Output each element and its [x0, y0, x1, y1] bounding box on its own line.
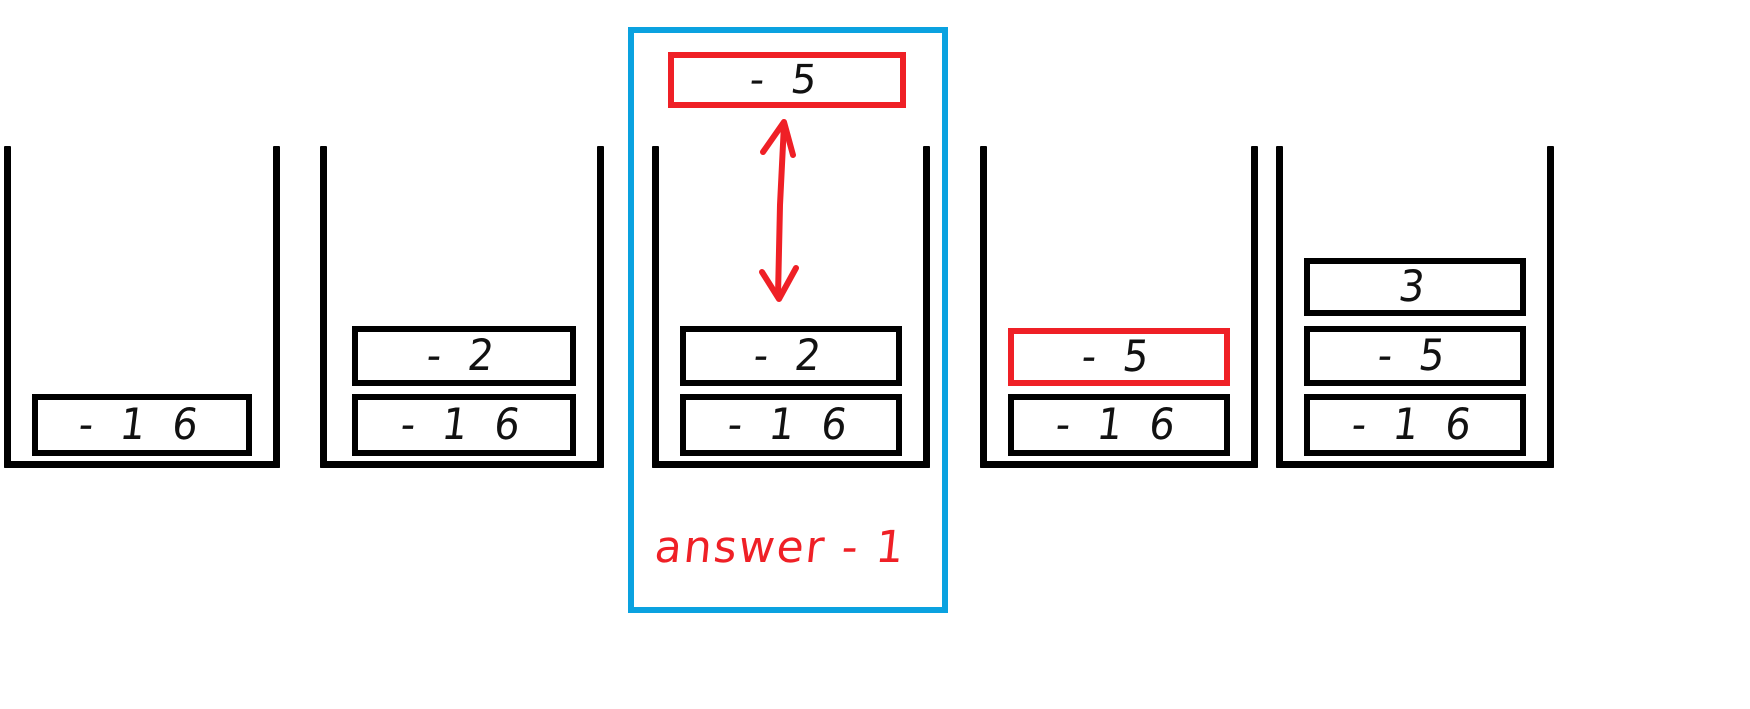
- stack-2[interactable]: - 2 - 1 6: [320, 146, 604, 468]
- stack-5-left-wall: [1276, 146, 1283, 468]
- stack-4-left-wall: [980, 146, 987, 468]
- popped-value: - 5: [747, 57, 827, 103]
- stack-3-cell-1-value: - 1 6: [725, 400, 857, 450]
- stack-2-cell-0[interactable]: - 2: [352, 326, 576, 386]
- stack-3-floor: [652, 461, 930, 468]
- stack-2-cell-1[interactable]: - 1 6: [352, 394, 576, 456]
- stack-4-floor: [980, 461, 1258, 468]
- stack-3-cell-1[interactable]: - 1 6: [680, 394, 902, 456]
- selected-stack-highlight: [628, 27, 948, 613]
- stack-2-left-wall: [320, 146, 327, 468]
- stack-3-right-wall: [923, 146, 930, 468]
- stack-1-cell-0-value: - 1 6: [76, 400, 208, 450]
- stack-1-right-wall: [273, 146, 280, 468]
- stack-3-cell-0-value: - 2: [751, 331, 831, 381]
- stack-2-cell-1-value: - 1 6: [398, 400, 530, 450]
- stack-4[interactable]: - 5 - 1 6: [980, 146, 1258, 468]
- stack-5-cell-2-value: - 1 6: [1349, 400, 1481, 450]
- stack-5[interactable]: 3 - 5 - 1 6: [1276, 146, 1554, 468]
- stack-5-right-wall: [1547, 146, 1554, 468]
- stack-2-floor: [320, 461, 604, 468]
- stack-5-cell-0-value: 3: [1395, 262, 1435, 312]
- stack-5-floor: [1276, 461, 1554, 468]
- stack-1-left-wall: [4, 146, 11, 468]
- stack-4-cell-0[interactable]: - 5: [1008, 328, 1230, 386]
- stack-5-cell-1[interactable]: - 5: [1304, 326, 1526, 386]
- stack-3[interactable]: - 2 - 1 6: [652, 146, 930, 468]
- stack-3-cell-0[interactable]: - 2: [680, 326, 902, 386]
- stack-4-cell-1[interactable]: - 1 6: [1008, 394, 1230, 456]
- stack-2-cell-0-value: - 2: [424, 331, 504, 381]
- stack-1[interactable]: - 1 6: [4, 146, 280, 468]
- stack-5-cell-1-value: - 5: [1375, 331, 1455, 381]
- stack-5-cell-2[interactable]: - 1 6: [1304, 394, 1526, 456]
- stack-5-cell-0[interactable]: 3: [1304, 258, 1526, 316]
- stack-2-right-wall: [597, 146, 604, 468]
- answer-annotation: answer - 1: [652, 522, 909, 573]
- stack-4-cell-1-value: - 1 6: [1053, 400, 1185, 450]
- stack-1-floor: [4, 461, 280, 468]
- stack-1-cell-0[interactable]: - 1 6: [32, 394, 252, 456]
- stack-3-left-wall: [652, 146, 659, 468]
- popped-value-cell[interactable]: - 5: [668, 52, 906, 108]
- stack-4-cell-0-value: - 5: [1079, 332, 1159, 382]
- stack-4-right-wall: [1251, 146, 1258, 468]
